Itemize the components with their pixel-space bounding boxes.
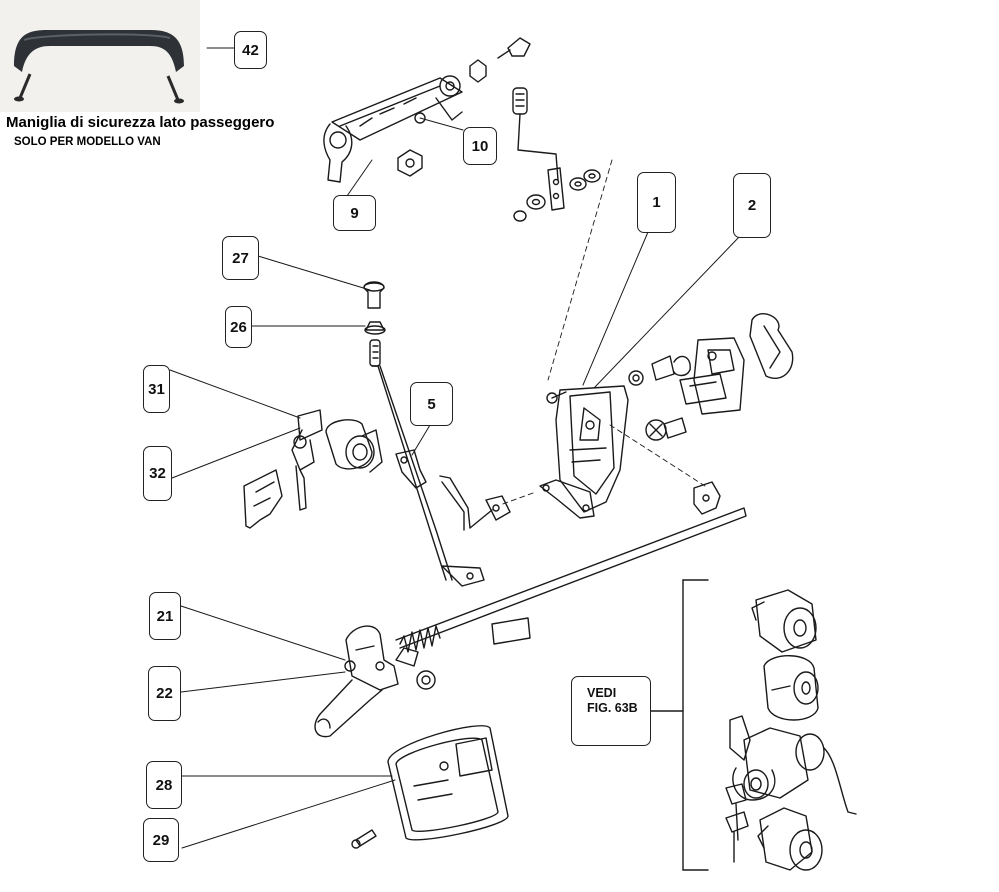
rod-clip-5 <box>395 449 427 489</box>
lock-rod <box>369 339 485 587</box>
callout-10: 10 <box>463 127 497 165</box>
grab-handle-image <box>0 0 200 112</box>
lock-cylinder-assembly <box>243 409 383 529</box>
lock-button <box>363 281 385 309</box>
inner-linkage-rods <box>439 475 511 531</box>
reference-line-1: VEDI <box>587 686 617 700</box>
callout-1: 1 <box>637 172 676 233</box>
lock-cylinder-set <box>725 589 857 871</box>
long-connecting-rod <box>395 507 747 649</box>
callout-26: 26 <box>225 306 252 348</box>
callout-42: 42 <box>234 31 267 69</box>
callout-2: 2 <box>733 173 771 238</box>
linkage-rod-top <box>512 87 601 222</box>
callout-9: 9 <box>333 195 376 231</box>
callout-22: 22 <box>148 666 181 721</box>
callout-31: 31 <box>143 365 170 413</box>
reference-bracket <box>650 579 709 871</box>
grommet <box>364 321 386 335</box>
handle-bezel <box>351 725 509 849</box>
photo-caption: Maniglia di sicurezza lato passeggero <box>6 114 275 131</box>
door-latch-mechanism <box>539 385 629 519</box>
callout-28: 28 <box>146 761 182 809</box>
callout-5: 5 <box>410 382 453 426</box>
callout-21: 21 <box>149 592 181 640</box>
leader-lines <box>169 47 741 849</box>
small-pad <box>491 617 531 645</box>
interior-release-assembly <box>323 37 531 183</box>
reference-line-2: FIG. 63B <box>587 701 638 715</box>
safety-handle-photo <box>0 0 200 112</box>
outside-door-handle <box>314 625 436 738</box>
callout-27: 27 <box>222 236 259 280</box>
photo-subcaption: SOLO PER MODELLO VAN <box>14 136 161 148</box>
rod-spring <box>399 625 441 653</box>
callout-29: 29 <box>143 818 179 862</box>
striker-screws <box>628 355 691 441</box>
striker-plate <box>679 313 794 415</box>
reference-fig-box: VEDI FIG. 63B <box>571 676 651 746</box>
callout-32: 32 <box>143 446 172 501</box>
latch-bracket <box>693 481 721 515</box>
